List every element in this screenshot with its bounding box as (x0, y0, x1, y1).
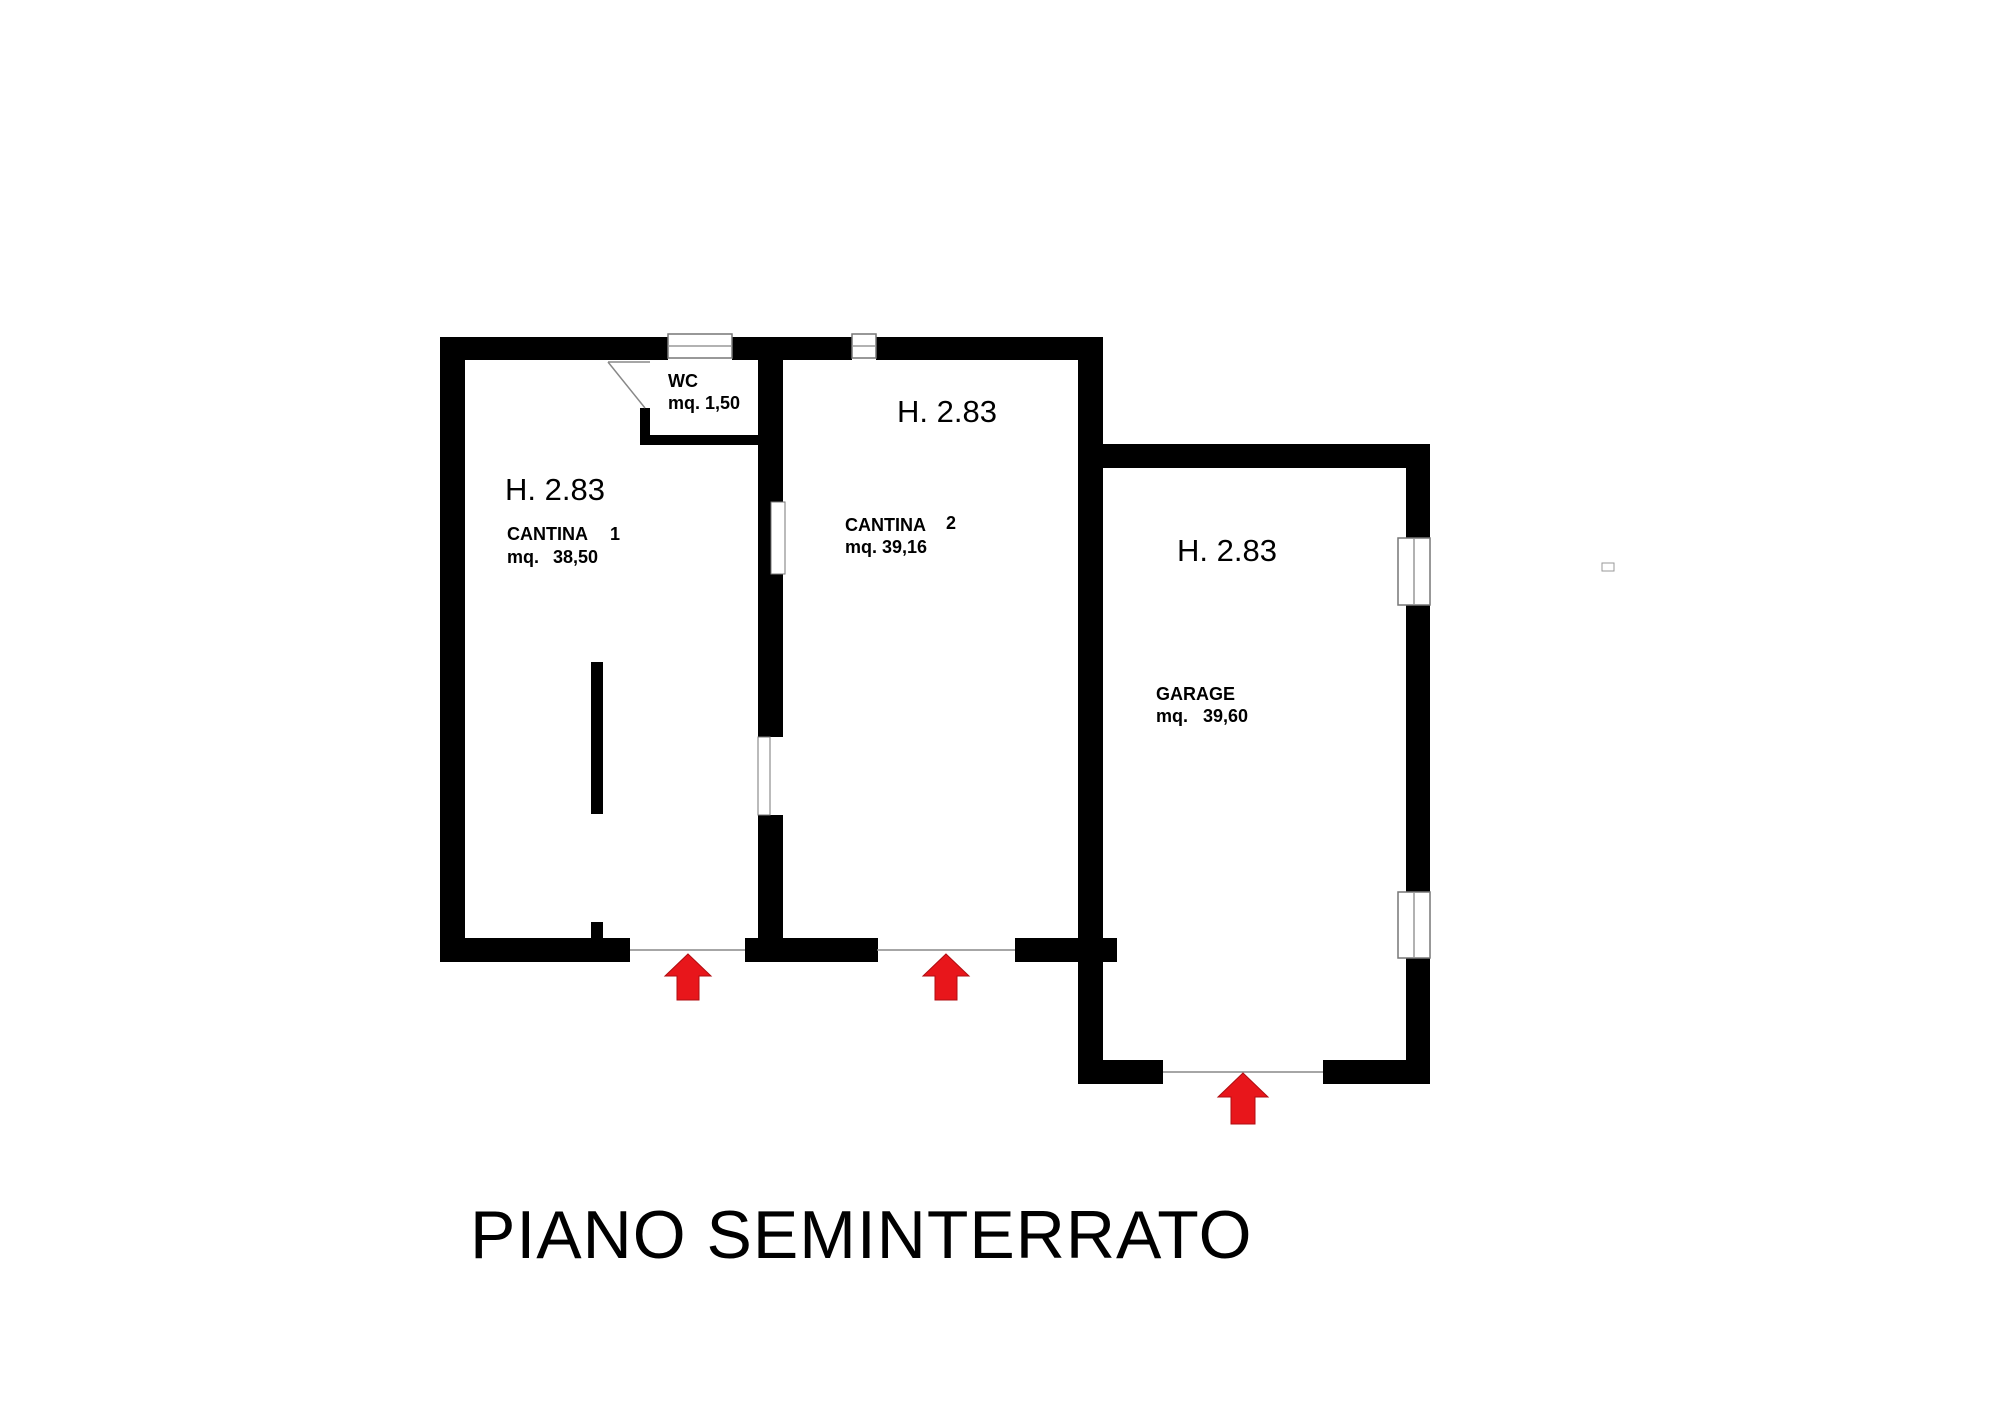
garage-height: H. 2.83 (1177, 533, 1277, 568)
wall-divider-1-2-lower (758, 815, 783, 962)
partition-cantina1 (591, 662, 603, 814)
wall-garage-left (1078, 444, 1103, 1084)
cantina2-number: 2 (946, 513, 956, 533)
partition-stub-cantina1 (591, 922, 603, 940)
wall-left (440, 337, 465, 962)
wall-bottom-cantina1-left (440, 938, 630, 962)
wall-garage-top (1078, 444, 1430, 468)
cantina2-area: mq. 39,16 (845, 537, 927, 557)
cantina2-name: CANTINA (845, 515, 926, 535)
wall-garage-right-middle (1406, 605, 1430, 892)
wall-top-right (876, 337, 1101, 360)
cantina1-area-value: 38,50 (553, 547, 598, 567)
wall-garage-bottom-left (1078, 1060, 1163, 1084)
wall-garage-right-upper (1406, 444, 1430, 538)
entrance-arrow-icon (1216, 1072, 1270, 1125)
window-cantina2 (851, 333, 877, 359)
niche-cantina2-lower (757, 736, 771, 816)
scan-mark (1601, 562, 1615, 572)
cantina1-name: CANTINA (507, 524, 588, 544)
niche-cantina2-upper (770, 501, 786, 575)
cantina1-area-label: mq. (507, 547, 539, 567)
wc-name: WC (668, 371, 698, 391)
wall-bottom-cantina2-left (770, 938, 877, 962)
garage-name: GARAGE (1156, 684, 1235, 704)
window-garage-upper (1397, 537, 1431, 606)
wall-top-left (440, 337, 668, 360)
wall-wc-left (640, 408, 650, 444)
wall-wc-bottom (640, 435, 758, 445)
floor-title: PIANO SEMINTERRATO (470, 1197, 1252, 1273)
entrance-arrow-icon (921, 953, 971, 1001)
wall-top-middle (732, 337, 852, 360)
cantina1-height: H. 2.83 (505, 472, 605, 507)
cantina2-height: H. 2.83 (897, 394, 997, 429)
wc-door (607, 361, 646, 409)
wall-right-cantina2 (1078, 337, 1103, 447)
garage-area-label: mq. (1156, 706, 1188, 726)
window-garage-lower (1397, 891, 1431, 959)
garage-area-value: 39,60 (1203, 706, 1248, 726)
entrance-arrow-icon (663, 953, 713, 1001)
wc-area: mq. 1,50 (668, 393, 740, 413)
wall-garage-bottom-right (1323, 1060, 1430, 1084)
cantina1-number: 1 (610, 524, 620, 544)
window-wc (667, 333, 733, 359)
